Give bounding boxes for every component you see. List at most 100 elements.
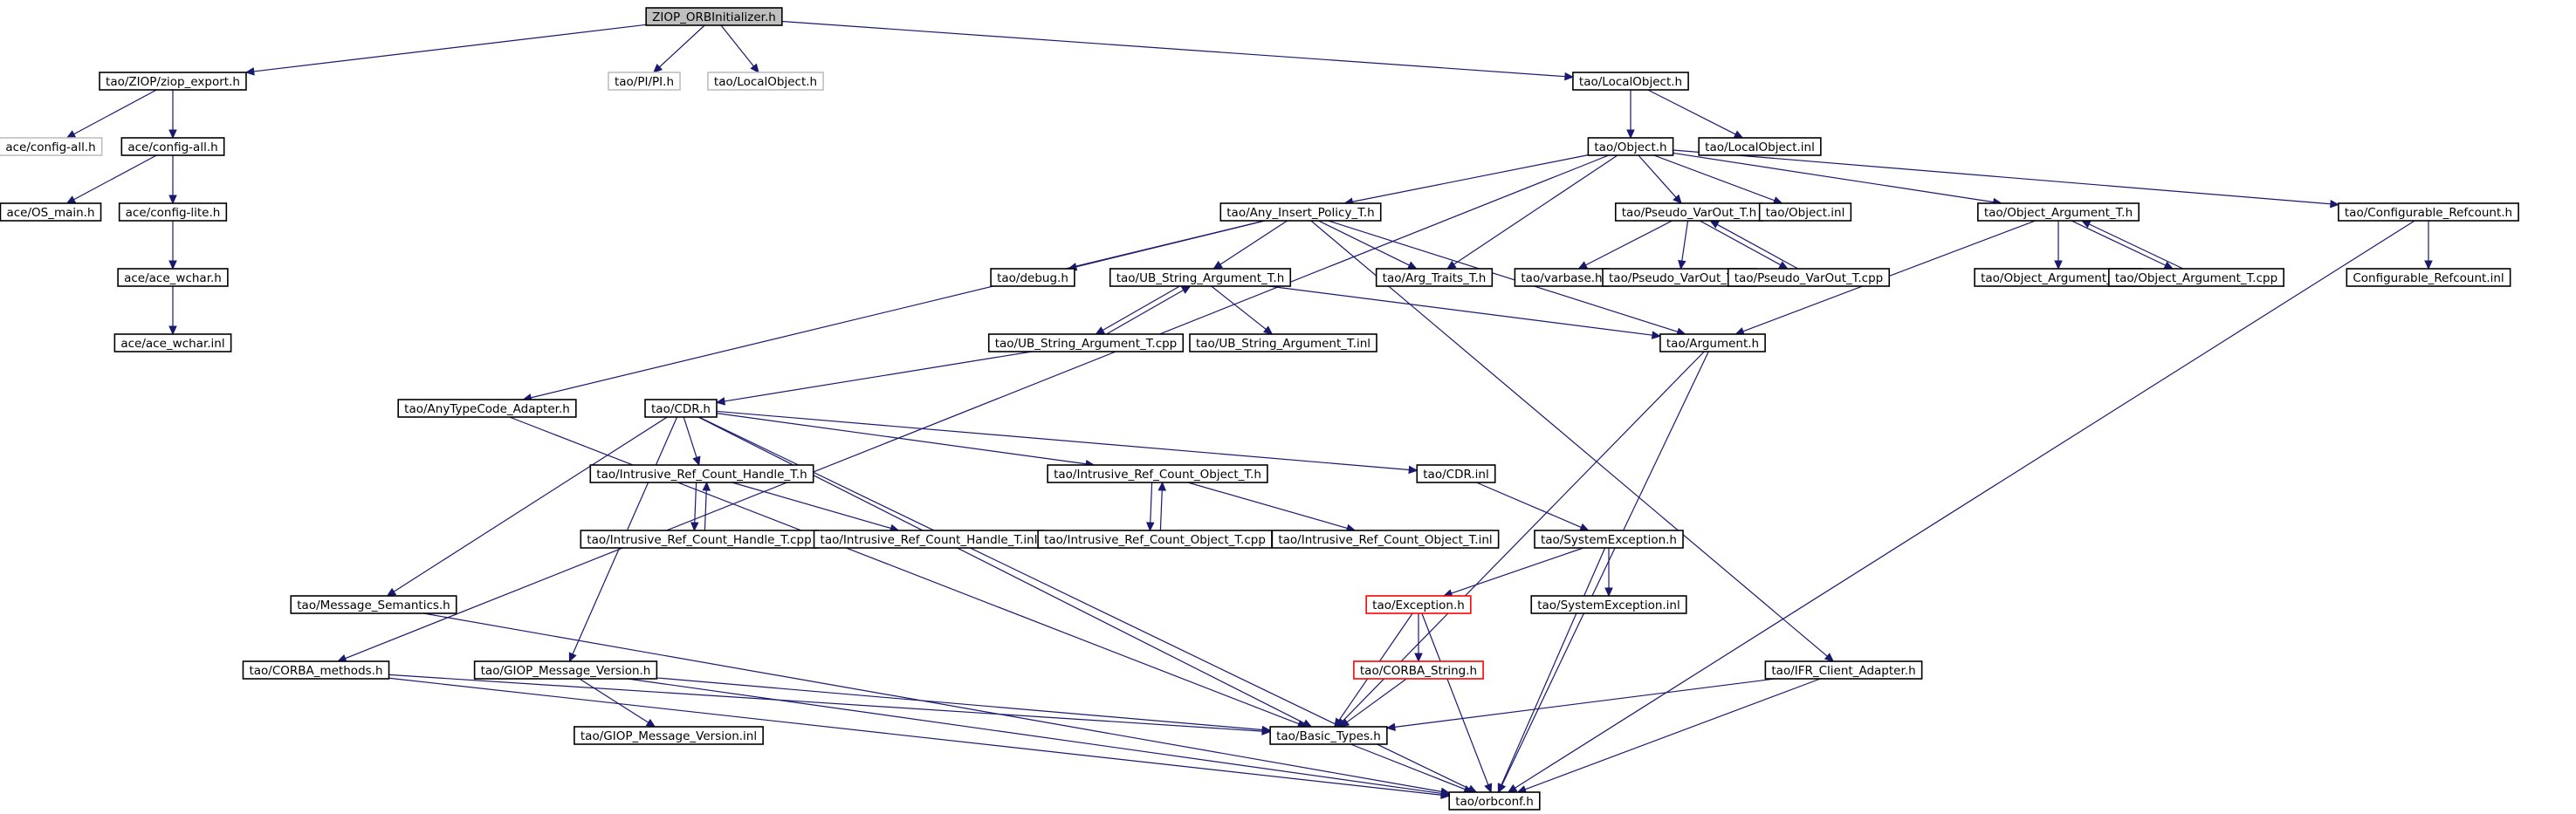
edge-arrowhead [750, 63, 759, 73]
edge-arrowhead [1709, 220, 1720, 229]
node-label: tao/Pseudo_VarOut_T.inl [1609, 271, 1750, 285]
node-box [1977, 202, 2140, 222]
node-giop_msg_ver[interactable]: tao/GIOP_Message_Version.h [473, 660, 658, 680]
node-localobj[interactable]: tao/LocalObject.h [1572, 72, 1689, 91]
node-irc_object_cpp[interactable]: tao/Intrusive_Ref_Count_Object_T.cpp [1037, 530, 1273, 549]
node-localobj_inl[interactable]: tao/LocalObject.inl [1698, 137, 1822, 156]
node-os_main[interactable]: ace/OS_main.h [0, 202, 102, 222]
edge-arrowhead [702, 481, 711, 491]
node-ub_string_arg[interactable]: tao/UB_String_Argument_T.h [1109, 268, 1292, 287]
edge-object_h-to-pseudo_varout [1638, 154, 1677, 198]
node-object_arg[interactable]: tao/Object_Argument_T.h [1977, 202, 2140, 222]
node-config_all[interactable]: ace/config-all.h [120, 137, 225, 156]
node-box [2346, 268, 2511, 287]
edge-giop_msg_ver-to-giop_msg_ver_inl [579, 678, 649, 723]
node-label: tao/UB_String_Argument_T.cpp [995, 337, 1178, 351]
node-orbconf[interactable]: tao/orbconf.h [1448, 791, 1541, 811]
node-irc_object_inl[interactable]: tao/Intrusive_Ref_Count_Object_T.inl [1271, 530, 1500, 549]
node-config_all_missing[interactable]: ace/config-all.h [0, 137, 103, 156]
edge-arrowhead [1095, 326, 1106, 335]
edge-arrowhead [386, 587, 397, 597]
node-corba_methods[interactable]: tao/CORBA_methods.h [242, 660, 390, 680]
edge-arrowhead [1678, 259, 1686, 270]
node-varbase[interactable]: tao/varbase.h [1514, 268, 1610, 287]
node-msg_semantics[interactable]: tao/Message_Semantics.h [290, 595, 457, 614]
node-root[interactable]: ZIOP_ORBInitializer.h [645, 7, 783, 26]
node-box [644, 399, 718, 418]
node-box [1365, 595, 1472, 614]
node-sysexc_inl[interactable]: tao/SystemException.inl [1530, 595, 1687, 614]
node-config_lite[interactable]: ace/config-lite.h [118, 202, 228, 222]
edge-config_all-to-os_main [73, 154, 157, 201]
node-label: tao/Configurable_Refcount.h [2345, 206, 2512, 220]
node-ub_string_arg_inl[interactable]: tao/UB_String_Argument_T.inl [1189, 333, 1377, 352]
node-localobj_missing[interactable]: tao/LocalObject.h [707, 72, 824, 91]
edge-pseudo_varout_cpp-to-pseudo_varout [1716, 223, 1799, 270]
node-cdr_inl[interactable]: tao/CDR.inl [1416, 464, 1496, 483]
node-pseudo_varout_cpp[interactable]: tao/Pseudo_VarOut_T.cpp [1727, 268, 1891, 287]
edge-cdr-to-msg_semantics [393, 416, 668, 592]
edge-arrowhead [645, 718, 656, 728]
node-basic_types[interactable]: tao/Basic_Types.h [1269, 726, 1388, 745]
node-irc_object[interactable]: tao/Intrusive_Ref_Count_Object_T.h [1047, 464, 1268, 483]
node-argument[interactable]: tao/Argument.h [1659, 333, 1766, 352]
edge-arrowhead [1146, 522, 1155, 532]
node-any_insert[interactable]: tao/Any_Insert_Policy_T.h [1219, 202, 1382, 222]
edge-object_h-to-corba_methods [345, 154, 1610, 660]
node-ace_wchar[interactable]: ace/ace_wchar.h [117, 268, 229, 287]
node-irc_handle_cpp[interactable]: tao/Intrusive_Ref_Count_Handle_T.cpp [580, 530, 819, 549]
node-arg_traits[interactable]: tao/Arg_Traits_T.h [1375, 268, 1494, 287]
node-exception[interactable]: tao/Exception.h [1365, 595, 1472, 614]
node-ace_wchar_inl[interactable]: ace/ace_wchar.inl [113, 333, 232, 352]
node-irc_handle_inl[interactable]: tao/Intrusive_Ref_Count_Handle_T.inl [813, 530, 1045, 549]
node-pi[interactable]: tao/PI/PI.h [608, 72, 681, 91]
node-box [1353, 660, 1484, 680]
edge-arrowhead [1577, 261, 1589, 270]
edge-argument-to-orbconf [1501, 351, 1709, 786]
node-box [473, 660, 658, 680]
edge-ub_string_arg-to-ub_string_arg_inl [1211, 285, 1267, 330]
node-object_h[interactable]: tao/Object.h [1587, 137, 1674, 156]
node-label: ace/config-all.h [127, 140, 217, 154]
edge-arrowhead [1406, 261, 1418, 270]
node-ziop_export[interactable]: tao/ZIOP/ziop_export.h [99, 72, 247, 91]
node-giop_msg_ver_inl[interactable]: tao/GIOP_Message_Version.inl [574, 726, 764, 745]
node-box [2338, 202, 2519, 222]
node-cdr[interactable]: tao/CDR.h [644, 399, 718, 418]
node-label: tao/Intrusive_Ref_Count_Object_T.h [1054, 468, 1261, 482]
node-box [1530, 595, 1687, 614]
node-box [1534, 530, 1684, 549]
node-object_inl[interactable]: tao/Object.inl [1758, 202, 1852, 222]
node-ub_string_arg_cpp[interactable]: tao/UB_String_Argument_T.cpp [987, 333, 1185, 352]
edge-cdr-to-cdr_inl [716, 410, 1410, 471]
node-label: Configurable_Refcount.inl [2353, 271, 2504, 285]
node-ifr_client[interactable]: tao/IFR_Client_Adapter.h [1764, 660, 1923, 680]
node-box [987, 333, 1185, 352]
node-object_arg_cpp[interactable]: tao/Object_Argument_T.cpp [2108, 268, 2284, 287]
edge-arrowhead [1414, 653, 1423, 663]
node-corba_string[interactable]: tao/CORBA_String.h [1353, 660, 1484, 680]
node-label: tao/SystemException.h [1541, 533, 1677, 547]
node-irc_handle[interactable]: tao/Intrusive_Ref_Count_Handle_T.h [589, 464, 814, 483]
node-label: tao/orbconf.h [1455, 795, 1534, 809]
edge-arrowhead [1334, 717, 1343, 728]
edge-arrowhead [244, 67, 255, 76]
node-label: tao/PI/PI.h [615, 75, 674, 89]
node-config_refcount_inl[interactable]: Configurable_Refcount.inl [2346, 268, 2511, 287]
node-anytypecode[interactable]: tao/AnyTypeCode_Adapter.h [397, 399, 577, 418]
edge-pseudo_varout-to-pseudo_varout_cpp [1699, 220, 1782, 266]
node-label: tao/CDR.h [651, 402, 711, 416]
edge-arrowhead [1302, 719, 1313, 728]
edge-arrowhead [65, 130, 77, 139]
edge-arrowhead [1604, 587, 1613, 598]
node-object_arg_inl[interactable]: tao/Object_Argument_T.inl [1974, 268, 2143, 287]
node-pseudo_varout[interactable]: tao/Pseudo_VarOut_T.h [1614, 202, 1764, 222]
node-debug[interactable]: tao/debug.h [990, 268, 1075, 287]
node-config_refcount[interactable]: tao/Configurable_Refcount.h [2338, 202, 2519, 222]
node-label: tao/Pseudo_VarOut_T.h [1622, 206, 1756, 220]
node-sysexc[interactable]: tao/SystemException.h [1534, 530, 1684, 549]
edge-object_arg-to-object_arg_cpp [2071, 220, 2167, 266]
node-box [1698, 137, 1822, 156]
node-box [589, 464, 814, 483]
